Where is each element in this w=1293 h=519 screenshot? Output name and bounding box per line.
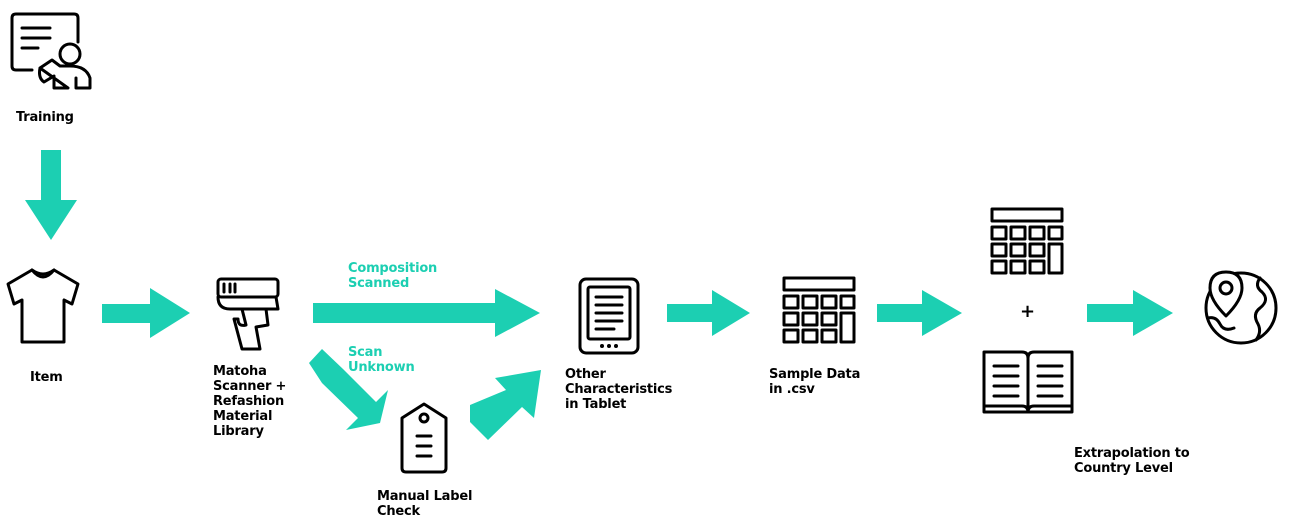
- edge-label-scan-unknown: Scan Unknown: [348, 345, 415, 375]
- node-label-extrapolation: Extrapolation to Country Level: [1074, 446, 1190, 476]
- open-book-icon: [982, 350, 1074, 414]
- spreadsheet-icon: [990, 207, 1064, 275]
- arrow-training-to-item: [25, 150, 77, 240]
- arrow-extrapolation-to-globe: [1087, 290, 1173, 336]
- arrow-tablet-to-sample-data: [667, 290, 750, 336]
- edge-label-composition-scanned: Composition Scanned: [348, 261, 438, 291]
- globe-pin-icon: [1204, 270, 1278, 345]
- tablet-icon: [578, 277, 640, 355]
- arrow-scanner-to-tablet: [313, 289, 540, 337]
- tshirt-icon: [6, 268, 80, 344]
- arrow-scanner-to-manual-label: [309, 349, 388, 430]
- barcode-scanner-icon: [216, 277, 280, 351]
- node-label-sample-data: Sample Data in .csv: [769, 367, 861, 397]
- spreadsheet-icon: [782, 276, 856, 344]
- arrow-item-to-scanner: [102, 288, 190, 338]
- arrow-sample-data-to-extrapolation: [877, 290, 962, 336]
- node-label-training: Training: [16, 110, 74, 125]
- arrow-manual-label-to-tablet: [470, 370, 541, 440]
- plus-sign: +: [1020, 301, 1036, 322]
- training-icon: [10, 12, 92, 90]
- node-label-manual-label: Manual Label Check: [377, 489, 473, 519]
- arrows: [25, 150, 1173, 440]
- clothing-tag-icon: [400, 402, 448, 474]
- node-label-tablet: Other Characteristics in Tablet: [565, 367, 673, 412]
- node-label-item: Item: [30, 370, 63, 385]
- node-label-scanner: Matoha Scanner + Refashion Material Libr…: [213, 364, 287, 439]
